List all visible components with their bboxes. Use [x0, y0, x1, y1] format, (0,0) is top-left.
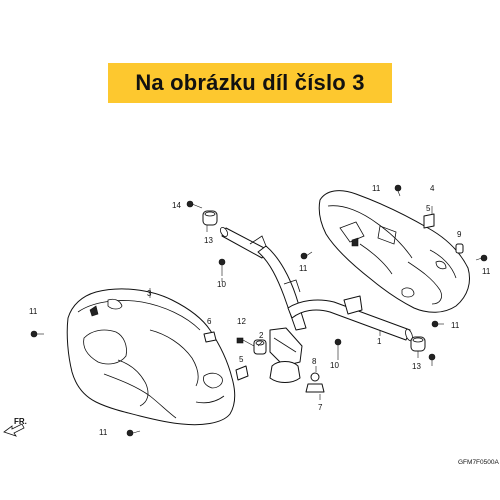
screw-11-lower-right	[431, 320, 444, 328]
grommet-13-upper	[202, 210, 218, 226]
clip-6	[203, 331, 217, 343]
screw-11-bottom	[126, 429, 141, 437]
screw-11-mid	[300, 251, 313, 260]
callout-2: 2	[259, 331, 264, 340]
callout-5-upper: 5	[426, 204, 431, 213]
callout-10-lower: 10	[330, 361, 339, 370]
bolt-12	[236, 337, 255, 347]
callout-11-right: 11	[482, 267, 491, 276]
clip-5-upper	[423, 213, 435, 229]
nut-8	[310, 372, 320, 382]
front-cover-part-3	[66, 288, 236, 426]
grommet-9	[455, 243, 464, 254]
callout-10-upper: 10	[217, 280, 226, 289]
collar-2	[253, 339, 267, 355]
screw-11-bottom-right	[428, 353, 436, 366]
callout-14: 14	[172, 201, 181, 210]
callout-12: 12	[237, 317, 246, 326]
screw-11-top	[394, 184, 402, 197]
rear-cover-part-4	[318, 190, 470, 313]
callout-1: 1	[377, 337, 382, 346]
clip-5-lower	[235, 365, 249, 381]
screw-11-right	[475, 254, 488, 262]
callout-8: 8	[312, 357, 317, 366]
callout-13-upper: 13	[204, 236, 213, 245]
grommet-13-lower	[410, 336, 426, 352]
callout-5-lower: 5	[239, 355, 244, 364]
callout-6: 6	[207, 317, 212, 326]
callout-9: 9	[457, 230, 462, 239]
banner-text: Na obrázku díl číslo 3	[135, 70, 365, 95]
screw-14	[186, 200, 203, 209]
front-direction-arrow: FR.	[3, 417, 27, 437]
bolt-10-lower	[334, 338, 342, 356]
leader-lines	[149, 206, 433, 400]
bolt-10-upper	[218, 258, 226, 276]
callout-3: 3	[147, 289, 152, 298]
callout-11-lower-right: 11	[451, 321, 460, 330]
screw-11-left	[30, 330, 44, 338]
title-banner: Na obrázku díl číslo 3	[108, 63, 392, 103]
callout-11-mid: 11	[299, 264, 308, 273]
direction-label: FR.	[14, 417, 27, 426]
callout-11-left: 11	[29, 307, 38, 316]
handlebar-part-1	[219, 227, 413, 383]
callout-11-top: 11	[372, 184, 381, 193]
diagram-code: GFM7F0500A	[458, 459, 499, 466]
callout-13-lower: 13	[412, 362, 421, 371]
callout-7: 7	[318, 403, 323, 412]
callout-4: 4	[430, 184, 435, 193]
washer-7	[305, 383, 325, 393]
callout-11-bottom: 11	[99, 428, 108, 437]
